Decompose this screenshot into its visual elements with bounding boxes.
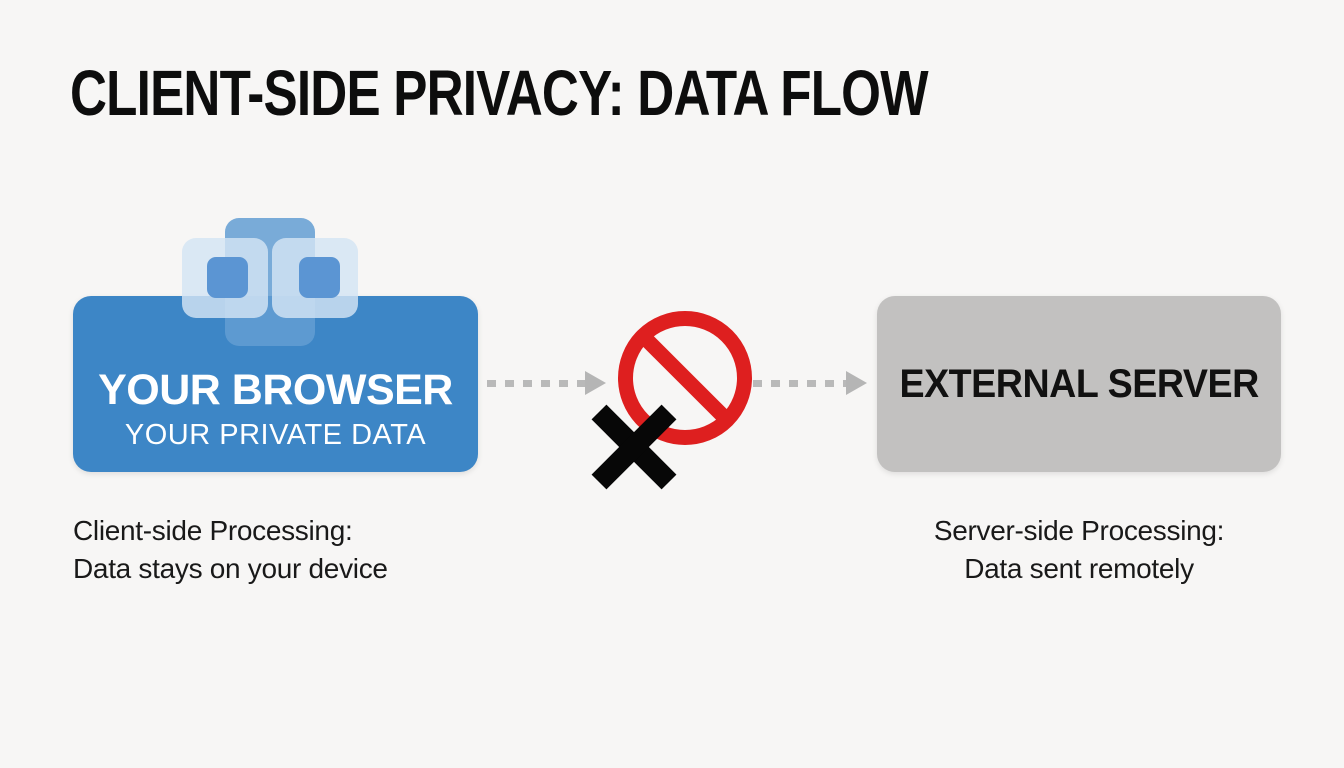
dashed-line [487, 380, 586, 387]
client-caption-line1: Client-side Processing: [73, 515, 353, 546]
prohibition-slash [642, 335, 728, 421]
server-box-title: EXTERNAL SERVER [899, 361, 1259, 406]
client-caption: Client-side Processing: Data stays on yo… [73, 512, 513, 588]
x-mark-icon [596, 410, 672, 484]
server-box: EXTERNAL SERVER [877, 296, 1281, 472]
dashed-arrow-left [487, 371, 606, 395]
server-caption-line1: Server-side Processing: [933, 515, 1225, 546]
arrowhead-icon [846, 371, 867, 395]
browser-box-title: YOUR BROWSER [98, 366, 453, 414]
server-caption: Server-side Processing: Data sent remote… [877, 512, 1281, 588]
browser-box-subtitle: YOUR PRIVATE DATA [124, 419, 427, 451]
client-caption-line2: Data stays on your device [73, 553, 388, 584]
server-caption-line2: Data sent remotely [964, 553, 1194, 584]
dashed-line [753, 380, 847, 387]
dashed-arrow-right [753, 371, 867, 395]
page-title: CLIENT-SIDE PRIVACY: DATA FLOW [70, 57, 929, 129]
browser-window-tile-left [207, 257, 248, 298]
arrowhead-icon [585, 371, 606, 395]
browser-window-tile-right [299, 257, 340, 298]
